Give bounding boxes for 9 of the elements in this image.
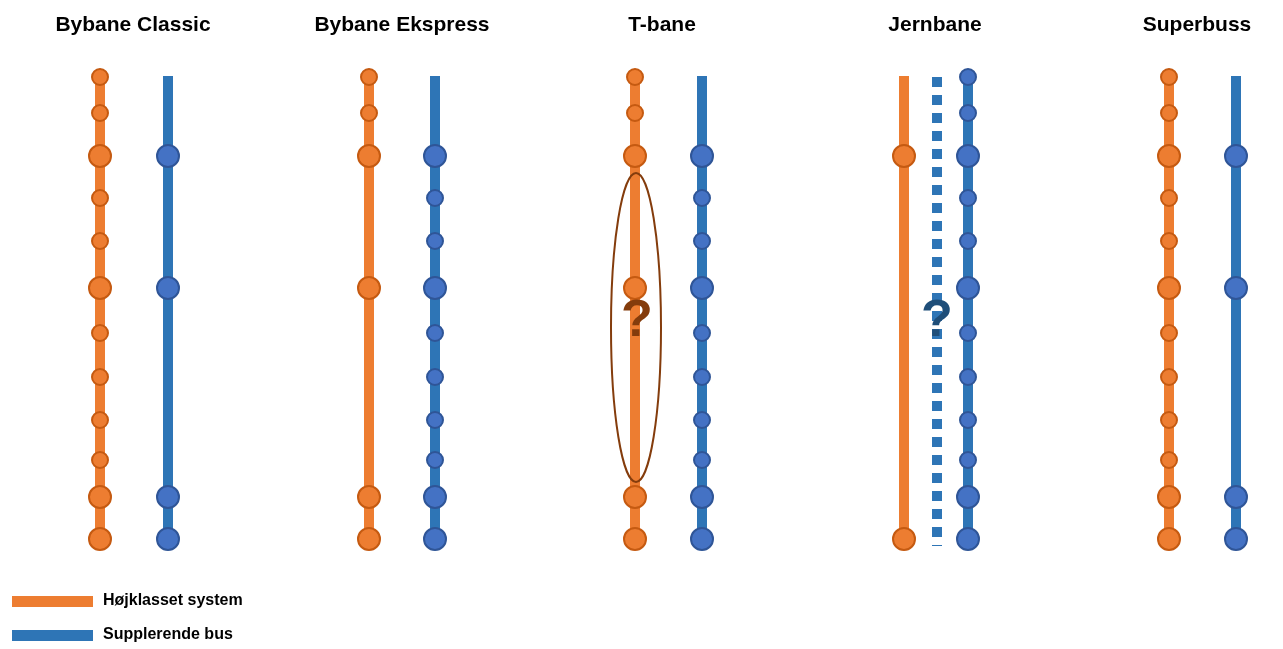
column-heading: Jernbane <box>888 12 982 36</box>
column-heading: Superbuss <box>1142 12 1252 36</box>
legend-label: Højklasset system <box>103 591 243 609</box>
column-heading: Bybane Ekspress <box>314 12 490 36</box>
column-heading: Bybane Classic <box>55 12 211 36</box>
question-mark: ? <box>921 292 953 344</box>
legend-label: Supplerende bus <box>103 625 233 643</box>
question-ellipse <box>610 172 662 483</box>
column-heading: T-bane <box>628 12 696 36</box>
